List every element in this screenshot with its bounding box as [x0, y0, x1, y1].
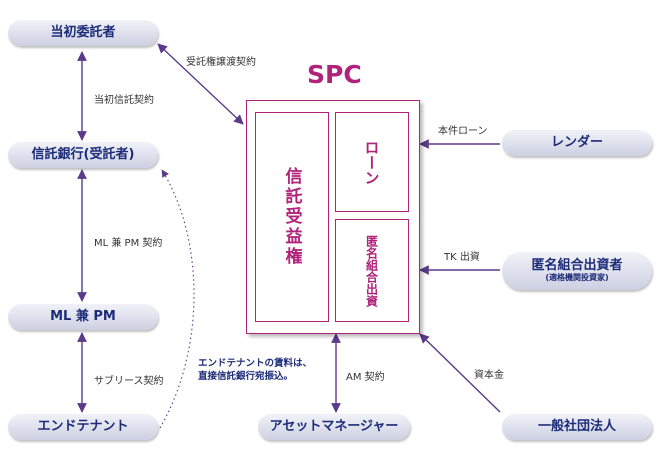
spc-loan: ローン	[335, 112, 409, 212]
rent-note-line2: 直接信託銀行宛振込。	[198, 370, 294, 382]
label-capital: 資本金	[474, 370, 504, 381]
label-ml-pm-contract: ML 兼 PM 契約	[94, 238, 163, 249]
label-beneficiary-transfer: 受託権譲渡契約	[186, 57, 256, 68]
node-lender-label: レンダー	[550, 134, 603, 150]
node-tk-investor: 匿名組合出資者 (適格機関投資家)	[502, 252, 652, 290]
node-general-corp: 一般社団法人	[502, 414, 652, 440]
node-general-corp-label: 一般社団法人	[537, 418, 616, 434]
rent-note-line1: エンドテナントの賃料は、	[198, 358, 313, 369]
spc-tk-investment: 匿名組合出資	[335, 219, 409, 322]
node-trust-bank-label: 信託銀行(受託者)	[31, 146, 135, 162]
node-ml-pm: ML 兼 PM	[8, 304, 158, 330]
node-trust-bank: 信託銀行(受託者)	[8, 142, 158, 168]
node-end-tenant-label: エンドテナント	[37, 418, 129, 434]
node-trustor-label: 当初委託者	[50, 24, 116, 40]
rent-note: エンドテナントの賃料は、 直接信託銀行宛振込。	[198, 358, 312, 384]
label-loan: 本件ローン	[438, 126, 488, 137]
node-asset-manager: アセットマネージャー	[258, 414, 410, 440]
label-sublease: サブリース契約	[94, 376, 164, 387]
node-ml-pm-label: ML 兼 PM	[50, 308, 116, 324]
node-trustor: 当初委託者	[8, 20, 158, 46]
node-asset-manager-label: アセットマネージャー	[269, 418, 399, 434]
node-tk-investor-sublabel: (適格機関投資家)	[545, 273, 609, 283]
label-tk: TK 出資	[444, 252, 480, 263]
label-am: AM 契約	[346, 372, 385, 383]
spc-title: SPC	[307, 60, 362, 89]
spc-trust-beneficiary: 信託受益権	[255, 112, 329, 322]
arrow-beneficiary-transfer	[157, 43, 244, 125]
node-tk-investor-label: 匿名組合出資者	[531, 257, 623, 273]
spc-box: 信託受益権 ローン 匿名組合出資	[246, 100, 420, 334]
arrow-capital	[419, 333, 501, 413]
node-end-tenant: エンドテナント	[8, 414, 158, 440]
node-lender: レンダー	[502, 130, 652, 156]
rent-flow-dotted	[159, 169, 195, 429]
label-initial-trust: 当初信託契約	[94, 95, 154, 106]
